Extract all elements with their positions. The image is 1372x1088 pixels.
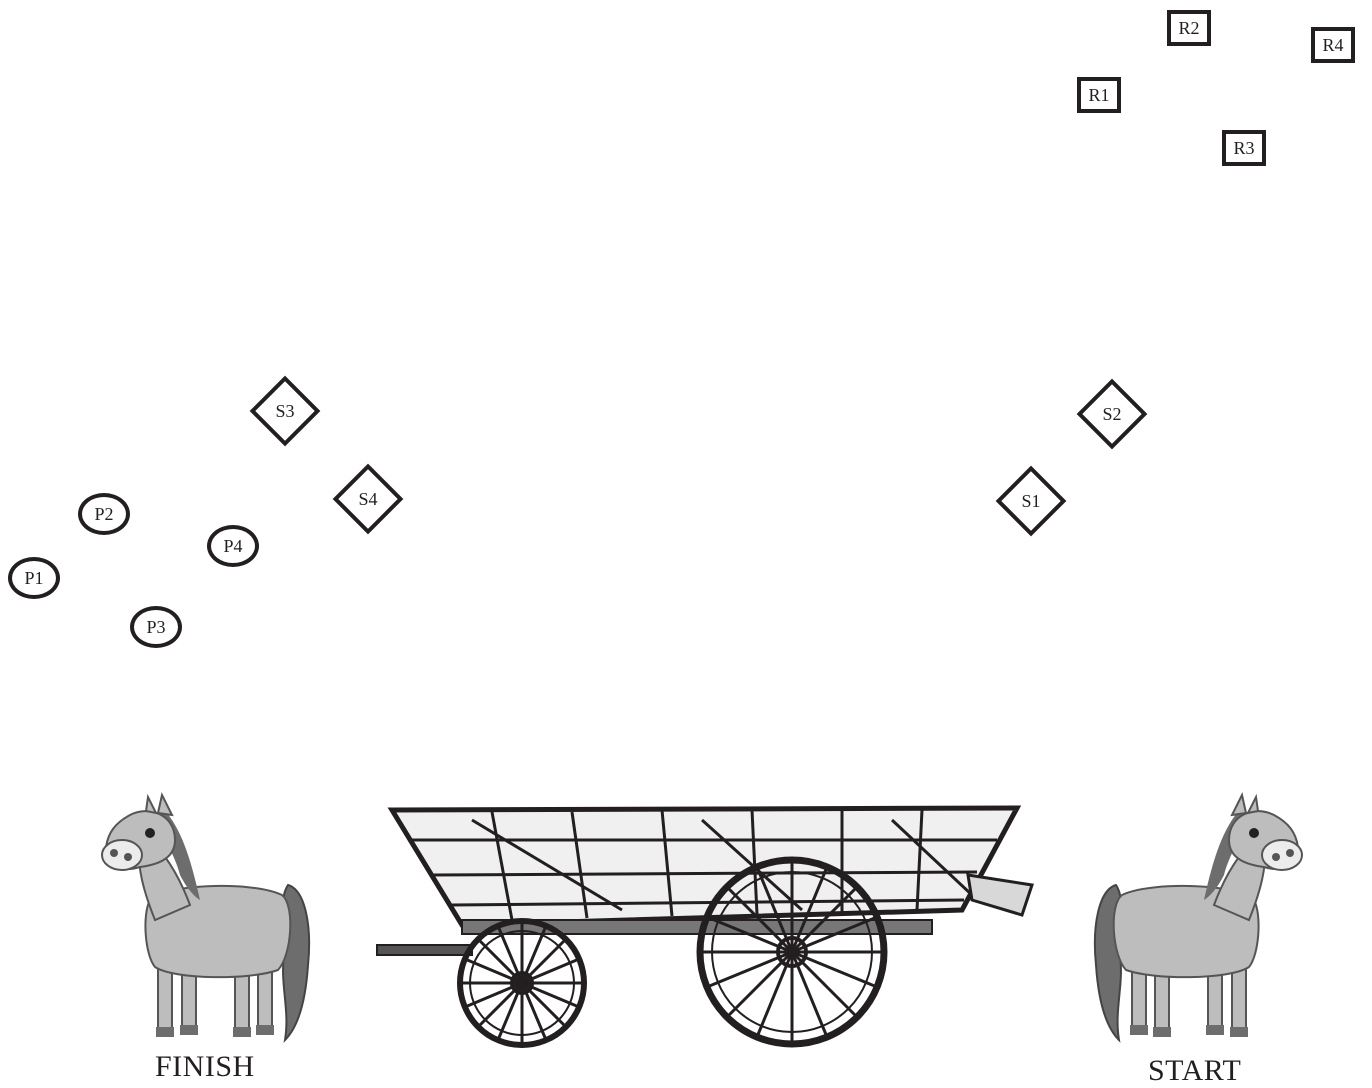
horse-icon [1092, 795, 1304, 1045]
marker-p2: P2 [78, 493, 130, 535]
finish-label: FINISH [155, 1050, 255, 1084]
horse-icon [100, 795, 312, 1045]
marker-r3: R3 [1222, 130, 1266, 166]
marker-s3: S3 [248, 374, 322, 448]
marker-p3: P3 [130, 606, 182, 648]
wagon-icon [372, 800, 1052, 1045]
marker-s1: S1 [994, 464, 1068, 538]
marker-r1: R1 [1077, 77, 1121, 113]
marker-r4: R4 [1311, 27, 1355, 63]
marker-s4: S4 [331, 462, 405, 536]
marker-s2: S2 [1075, 377, 1149, 451]
start-label: START [1148, 1054, 1241, 1088]
marker-p1: P1 [8, 557, 60, 599]
marker-p4: P4 [207, 525, 259, 567]
marker-r2: R2 [1167, 10, 1211, 46]
